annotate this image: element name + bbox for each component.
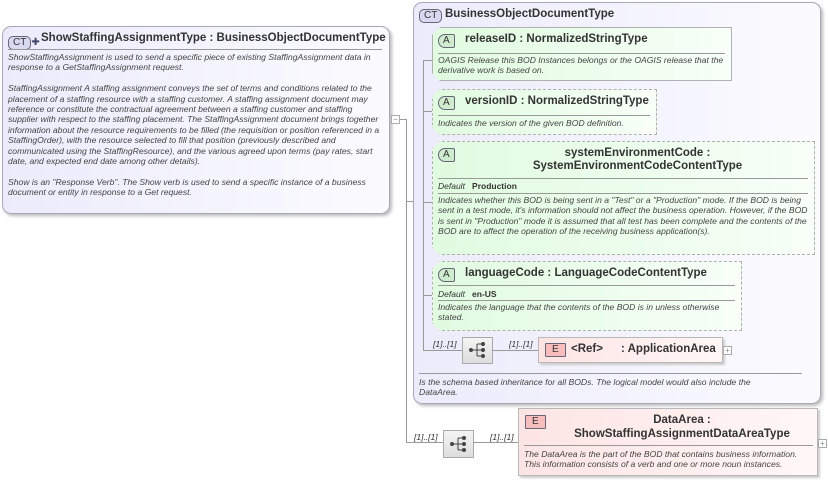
attribute-type: NormalizedStringType [526, 33, 648, 45]
base-type-description: Is the schema based inheritance for all … [419, 377, 751, 398]
attribute-title: releaseID : NormalizedStringType [465, 33, 648, 45]
complex-type-badge: CT [419, 9, 443, 23]
connector [406, 442, 443, 443]
connector [406, 119, 407, 442]
divider [419, 373, 802, 374]
desc-p2: StaffingAssignment A staffing assignment… [8, 83, 380, 167]
element-type-name: ApplicationArea [627, 343, 716, 355]
element-type: ShowStaffingAssignmentDataAreaType [574, 428, 790, 440]
attribute-badge: A [438, 268, 455, 282]
attribute-version-id[interactable]: A versionID : NormalizedStringType Indic… [432, 89, 657, 135]
element-badge: E [545, 343, 566, 357]
attribute-system-environment-code[interactable]: A systemEnvironmentCode : SystemEnvironm… [432, 141, 815, 255]
attribute-description: Indicates whether this BOD is being sent… [438, 195, 808, 237]
attribute-title: systemEnvironmentCode : SystemEnvironmen… [532, 147, 743, 172]
element-ref: <Ref> [571, 343, 603, 355]
attribute-type: NormalizedStringType [527, 95, 649, 107]
attribute-name: systemEnvironmentCode [564, 147, 704, 159]
connector [406, 201, 414, 202]
attribute-title: versionID : NormalizedStringType [465, 95, 649, 107]
attribute-type: LanguageCodeContentType [554, 267, 707, 279]
type-base: BusinessObjectDocumentType [216, 32, 386, 44]
show-staffing-assignment-type-box[interactable]: CT✚ ShowStaffingAssignmentType : Busines… [2, 26, 390, 214]
attribute-name: languageCode [465, 267, 545, 279]
collapse-minus-icon[interactable]: − [391, 115, 400, 124]
connector [423, 60, 424, 350]
sequence-multiplicity: [1]..[1] [433, 339, 457, 349]
element-multiplicity: [1]..[1] [509, 339, 533, 349]
connector [400, 119, 407, 120]
attribute-language-code[interactable]: A languageCode : LanguageCodeContentType… [432, 261, 742, 331]
default-value: Production [472, 181, 517, 191]
element-title: DataArea : ShowStaffingAssignmentDataAre… [574, 414, 790, 440]
attribute-description: Indicates the language that the contents… [438, 302, 720, 323]
attribute-name: versionID [465, 95, 518, 107]
base-type-title: BusinessObjectDocumentType [445, 8, 615, 20]
element-badge: E [525, 415, 546, 429]
desc-p3: Show is an "Response Verb". The Show ver… [8, 176, 366, 198]
attribute-badge: A [438, 148, 455, 162]
element-application-area[interactable]: E <Ref> : ApplicationArea [538, 337, 723, 363]
expand-plus-icon: ✚ [31, 37, 40, 48]
attribute-name: releaseID [465, 33, 517, 45]
type-title: ShowStaffingAssignmentType : BusinessObj… [41, 32, 386, 44]
expand-plus-icon[interactable]: + [818, 439, 827, 448]
attribute-badge: A [438, 34, 455, 48]
attribute-badge: A [438, 96, 455, 110]
attribute-default: Default en-US [438, 289, 497, 299]
divider [8, 49, 382, 50]
element-multiplicity: [1]..[1] [490, 432, 514, 442]
expand-plus-icon[interactable]: + [723, 346, 732, 355]
sequence-multiplicity: [1]..[1] [414, 432, 438, 442]
desc-p1: ShowStaffingAssignment is used to send a… [8, 52, 371, 73]
sequence-compositor-icon[interactable] [443, 430, 474, 458]
attribute-type: SystemEnvironmentCodeContentType [532, 160, 743, 172]
attribute-description: Indicates the version of the given BOD d… [438, 118, 624, 128]
element-data-area[interactable]: E DataArea : ShowStaffingAssignmentDataA… [518, 408, 818, 476]
element-name: DataArea [653, 414, 704, 426]
sequence-compositor-icon[interactable] [462, 337, 493, 364]
attribute-release-id[interactable]: A releaseID : NormalizedStringType OAGIS… [432, 27, 732, 81]
type-name: ShowStaffingAssignmentType [41, 32, 207, 44]
default-label: Default [438, 181, 465, 191]
type-description: ShowStaffingAssignment is used to send a… [8, 52, 383, 198]
attribute-title: languageCode : LanguageCodeContentType [465, 267, 707, 279]
attribute-description: OAGIS Release this BOD Instances belongs… [438, 55, 724, 76]
attribute-default: Default Production [438, 181, 517, 191]
default-label: Default [438, 289, 465, 299]
element-description: The DataArea is the part of the BOD that… [524, 449, 798, 470]
default-value: en-US [472, 289, 497, 299]
complex-type-badge: CT✚ [8, 32, 40, 50]
element-type: : ApplicationArea [621, 343, 716, 355]
